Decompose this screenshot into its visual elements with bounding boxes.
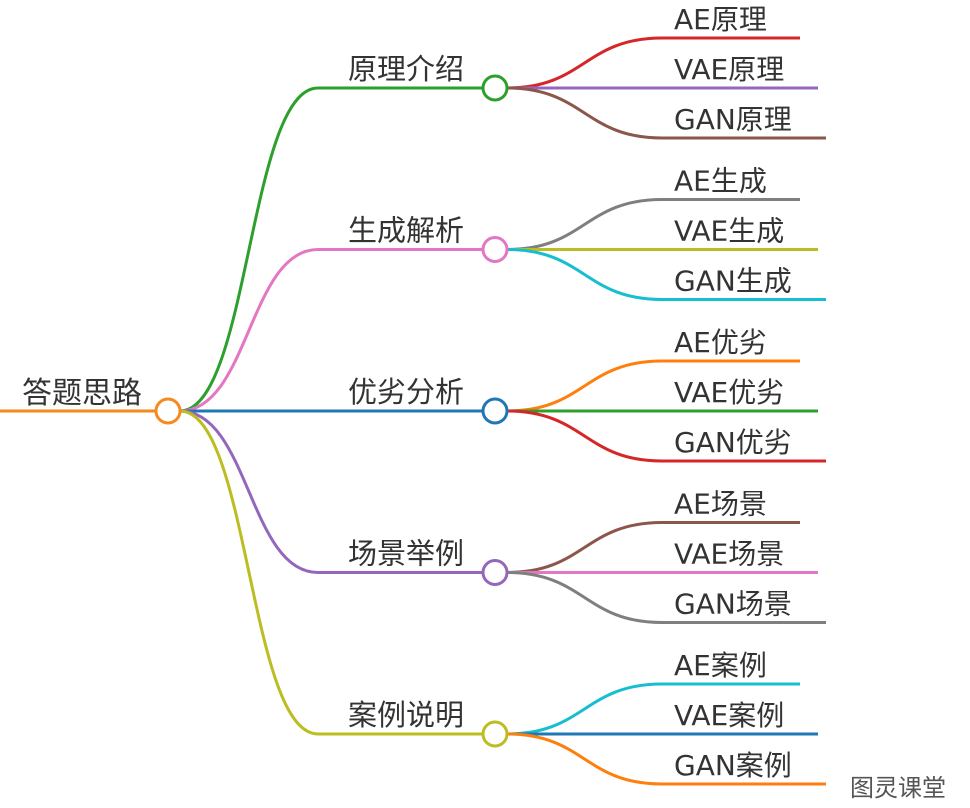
leaf-edge <box>506 409 663 463</box>
leaf-label: AE案例 <box>674 649 767 682</box>
leaf-edge <box>506 732 663 786</box>
branch-edge <box>179 409 319 574</box>
branch-node[interactable] <box>481 559 509 586</box>
branch-node[interactable] <box>481 74 509 102</box>
leaf-label: VAE场景 <box>674 538 784 571</box>
leaf-edge <box>506 86 663 140</box>
leaf-edge <box>506 359 663 413</box>
leaf-edge <box>506 571 663 624</box>
branch-node[interactable] <box>481 720 509 748</box>
branch-label: 场景举例 <box>348 537 464 571</box>
leaf-label: GAN原理 <box>674 103 792 136</box>
leaf-edge <box>506 248 663 301</box>
branch-node[interactable] <box>481 236 509 263</box>
leaf-label: VAE生成 <box>674 215 784 248</box>
branch-label: 案例说明 <box>348 698 464 732</box>
branch-edge <box>179 86 319 413</box>
leaf-label: GAN场景 <box>674 588 792 621</box>
leaf-label: GAN优劣 <box>674 426 792 459</box>
leaf-label: VAE原理 <box>674 53 784 86</box>
branch-label: 生成解析 <box>348 214 464 248</box>
root-label: 答题思路 <box>22 376 142 411</box>
leaf-edge <box>506 198 663 251</box>
leaf-label: VAE优劣 <box>674 376 784 409</box>
leaf-edge <box>506 682 663 736</box>
leaf-label: VAE案例 <box>674 699 784 732</box>
leaf-label: GAN案例 <box>674 749 792 782</box>
watermark-text: 图灵课堂 <box>850 774 946 802</box>
leaf-label: AE生成 <box>674 165 767 198</box>
leaf-edge <box>506 521 663 574</box>
branch-edge <box>179 248 319 413</box>
root-node[interactable] <box>154 397 182 425</box>
branch-label: 原理介绍 <box>348 52 464 86</box>
leaf-label: GAN生成 <box>674 265 792 298</box>
leaf-label: AE优劣 <box>674 326 767 359</box>
leaf-label: AE场景 <box>674 488 767 521</box>
branch-node[interactable] <box>481 397 509 425</box>
leaf-label: AE原理 <box>674 3 767 36</box>
branch-label: 优劣分析 <box>348 375 464 409</box>
leaf-edge <box>506 36 663 90</box>
branch-edge <box>179 409 319 736</box>
